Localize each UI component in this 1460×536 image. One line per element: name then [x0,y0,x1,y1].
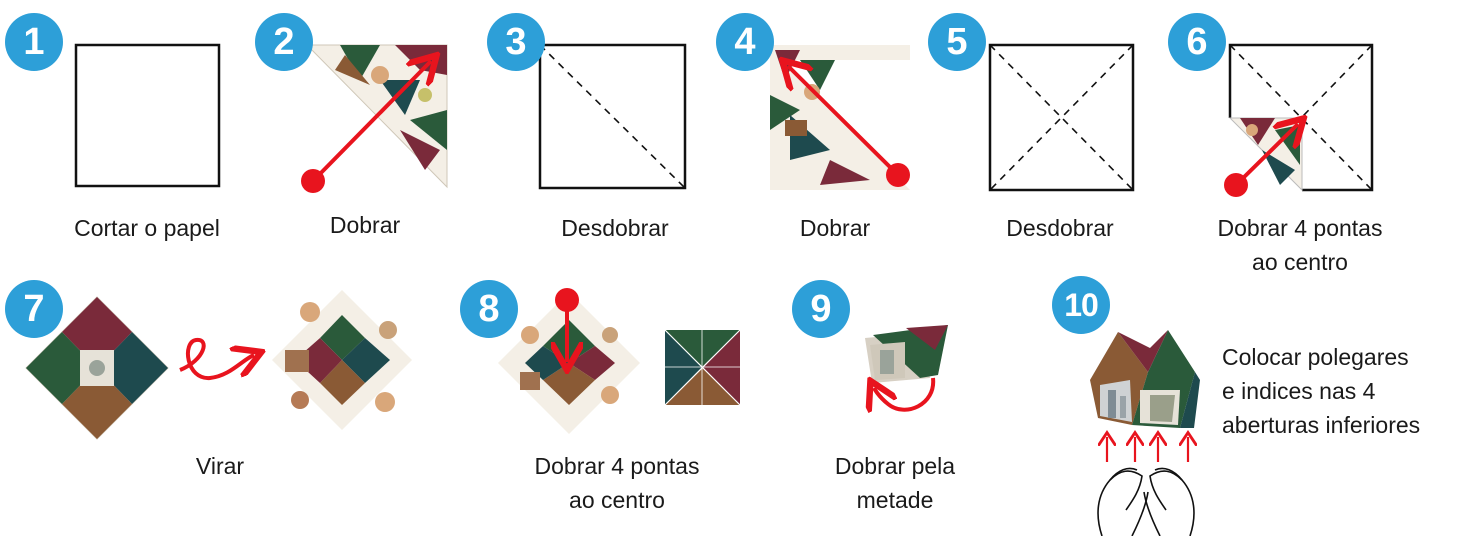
step-badge-7: 7 [5,280,63,338]
step3-square [538,43,687,190]
step4-arrow-start-dot [886,163,910,187]
step5-crease-b [989,44,1134,191]
step10-fortune-teller [1090,330,1200,428]
step4-fold-arrow [788,66,900,177]
step10-hands [1097,467,1195,536]
step10-caption-line-1: Colocar polegares [1222,344,1409,370]
step-badge-4: 4 [716,13,774,71]
step4-caption: Dobrar [770,211,900,245]
step5-crease-a [989,44,1134,191]
step7-flipped-paper [272,290,412,430]
step5-square [988,43,1135,192]
step-badge-6: 6 [1168,13,1226,71]
step6-crease-a [1229,44,1373,191]
step-badge-2: 2 [255,13,313,71]
step-badge-1: 1 [5,13,63,71]
step6-fold-arrow [1234,124,1298,187]
step8-small-square [664,329,741,406]
step1-square [74,43,221,188]
step1-caption: Cortar o papel [52,211,242,245]
step7-caption-line: Virar [195,453,245,479]
step10-finger-arrows [1107,437,1188,462]
step6-crease-b [1301,44,1373,118]
step10-caption-line-2: e indices nas 4 [1222,378,1376,404]
step3-caption-line: Desdobrar [561,215,669,241]
step9-folded-half [865,325,948,383]
step3-caption: Desdobrar [540,211,690,245]
step5-caption-line: Desdobrar [1006,215,1114,241]
step8-arrow-start-dot [555,288,579,312]
step2-arrow-start-dot [301,169,325,193]
step-badge-5: 5 [928,13,986,71]
step-badge-8: 8 [460,280,518,338]
step7-flip-arrow [179,337,254,380]
step7-caption: Virar [170,449,270,483]
step2-fold-arrow [311,61,431,183]
step8-caption-line-2: ao centro [569,487,665,513]
step10-caption-line-3: aberturas inferiores [1222,412,1421,438]
step9-caption-line-2: metade [856,487,934,513]
step6-caption-line-2: ao centro [1252,249,1348,275]
step9-caption-line-1: Dobrar pela [834,453,956,479]
step-badge-9: 9 [792,280,850,338]
step6-arrow-start-dot [1224,173,1248,197]
step7-folded-diamond [25,296,169,440]
step2-caption: Dobrar [300,208,430,242]
step9-fold-arrow [874,378,936,410]
step2-caption-line: Dobrar [329,212,401,238]
step-badge-3: 3 [487,13,545,71]
step-badge-10: 10 [1052,276,1110,334]
step8-caption: Dobrar 4 pontas ao centro [512,449,722,517]
step9-caption: Dobrar pela metade [815,449,975,517]
step10-caption: Colocar polegares e indices nas 4 abertu… [1222,340,1458,442]
step1-caption-line: Cortar o papel [74,215,220,241]
step3-crease [539,44,686,189]
step6-caption-line-1: Dobrar 4 pontas [1217,215,1383,241]
step6-caption: Dobrar 4 pontas ao centro [1195,211,1405,279]
step5-caption: Desdobrar [985,211,1135,245]
step4-caption-line: Dobrar [799,215,871,241]
step8-caption-line-1: Dobrar 4 pontas [534,453,700,479]
